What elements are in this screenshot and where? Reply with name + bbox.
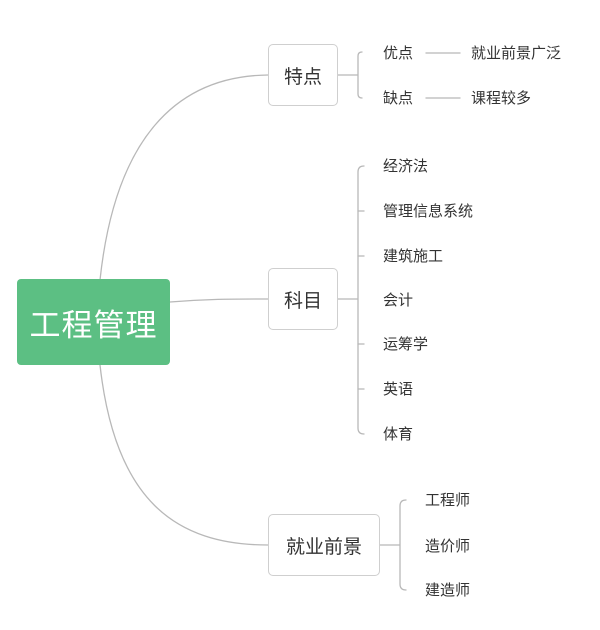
leaf-career[interactable]: 工程师 — [425, 491, 471, 509]
connector-subjects-bracket — [337, 165, 365, 435]
leaf-subject[interactable]: 建筑施工 — [383, 247, 444, 265]
root-node[interactable]: 工程管理 — [17, 279, 170, 365]
root-label: 工程管理 — [29, 307, 158, 344]
leaf-pros[interactable]: 优点 — [383, 44, 414, 62]
branch-node-subjects[interactable]: 科目 — [268, 268, 338, 330]
leaf-subject[interactable]: 管理信息系统 — [383, 202, 474, 220]
branch-label: 科目 — [283, 289, 322, 312]
connector-root-to-subjects — [169, 298, 269, 303]
branch-label: 就业前景 — [285, 535, 362, 558]
branch-node-career[interactable]: 就业前景 — [268, 514, 380, 576]
connector-career-bracket — [379, 499, 407, 591]
leaf-subject[interactable]: 体育 — [383, 425, 414, 443]
connector-features-bracket — [337, 51, 363, 99]
leaf-subject[interactable]: 经济法 — [383, 157, 429, 175]
leaf-career[interactable]: 建造师 — [425, 581, 471, 599]
branch-label: 特点 — [283, 65, 322, 88]
leaf-subject[interactable]: 会计 — [383, 291, 414, 309]
connector-root-to-features — [99, 74, 269, 281]
branch-node-features[interactable]: 特点 — [268, 44, 338, 106]
leaf-subject[interactable]: 英语 — [383, 380, 414, 398]
leaf-subject[interactable]: 运筹学 — [383, 335, 429, 353]
leaf-cons-detail[interactable]: 课程较多 — [471, 89, 532, 107]
leaf-pros-detail[interactable]: 就业前景广泛 — [471, 44, 562, 62]
leaf-cons[interactable]: 缺点 — [383, 89, 414, 107]
connector-root-to-career — [99, 364, 269, 546]
leaf-career[interactable]: 造价师 — [425, 537, 471, 555]
